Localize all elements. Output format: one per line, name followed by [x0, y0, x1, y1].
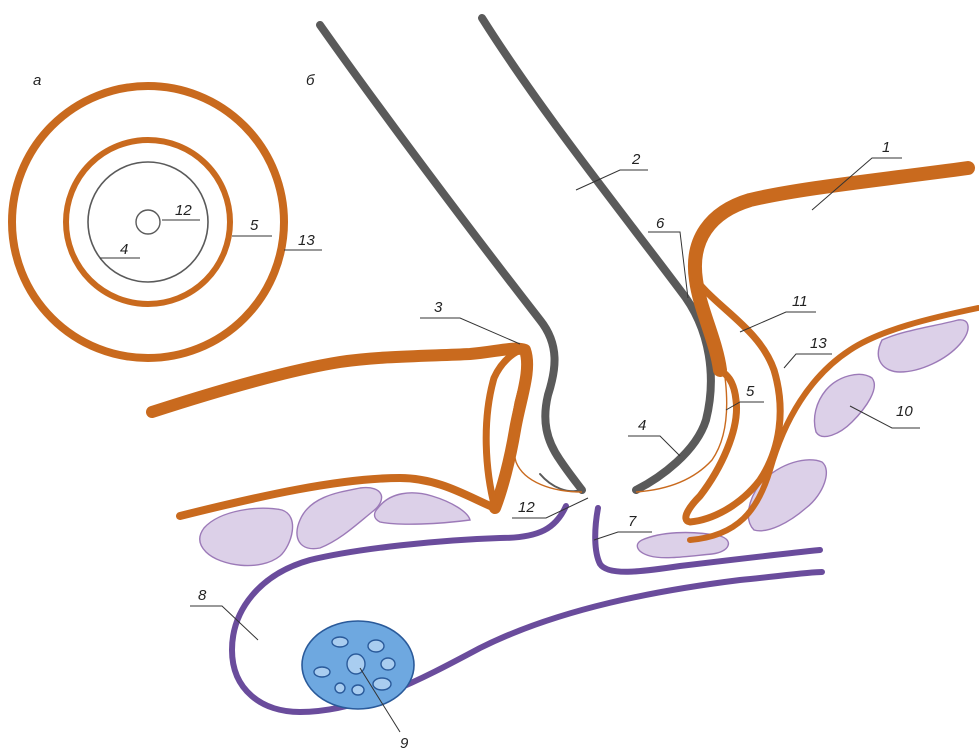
- leader-4: [628, 436, 680, 456]
- label-1: 1: [882, 139, 890, 156]
- cell-5: [381, 658, 395, 670]
- label-13: 13: [810, 335, 827, 352]
- label-a-13: 13: [298, 232, 315, 249]
- blob-1: [200, 508, 293, 565]
- label-a-5: 5: [250, 217, 259, 234]
- lumen-circle-12: [136, 210, 160, 234]
- cell-3: [314, 667, 330, 677]
- label-11: 11: [792, 293, 808, 310]
- panel-label-b: б: [306, 72, 315, 89]
- blob-2: [297, 488, 382, 549]
- label-12: 12: [518, 499, 535, 516]
- label-10: 10: [896, 403, 913, 420]
- label-9: 9: [400, 735, 409, 752]
- orange-walls: [152, 168, 978, 540]
- organ-9: [302, 621, 414, 709]
- cell-1: [332, 637, 348, 647]
- cell-6: [335, 683, 345, 693]
- cell-8: [373, 678, 391, 690]
- label-6: 6: [656, 215, 665, 232]
- tissue-blobs-10: [200, 320, 968, 566]
- instrument-left-line: [320, 25, 582, 490]
- label-3: 3: [434, 299, 443, 316]
- blob-6: [814, 374, 874, 436]
- cell-7: [352, 685, 364, 695]
- cell-2: [368, 640, 384, 652]
- label-2: 2: [631, 151, 641, 168]
- panel-label-a: а: [33, 72, 41, 89]
- label-5: 5: [746, 383, 755, 400]
- panel-a-cross-section: [12, 86, 284, 358]
- leader-8: [190, 606, 258, 640]
- leader-13: [784, 354, 832, 368]
- panel-a-labels: 12 4 5 13: [100, 202, 322, 258]
- label-a-4: 4: [120, 241, 128, 258]
- label-4: 4: [638, 417, 646, 434]
- leader-3: [420, 318, 520, 344]
- leader-5: [726, 402, 764, 410]
- blob-3: [375, 493, 471, 524]
- label-8: 8: [198, 587, 207, 604]
- label-7: 7: [628, 513, 637, 530]
- label-a-12: 12: [175, 202, 192, 219]
